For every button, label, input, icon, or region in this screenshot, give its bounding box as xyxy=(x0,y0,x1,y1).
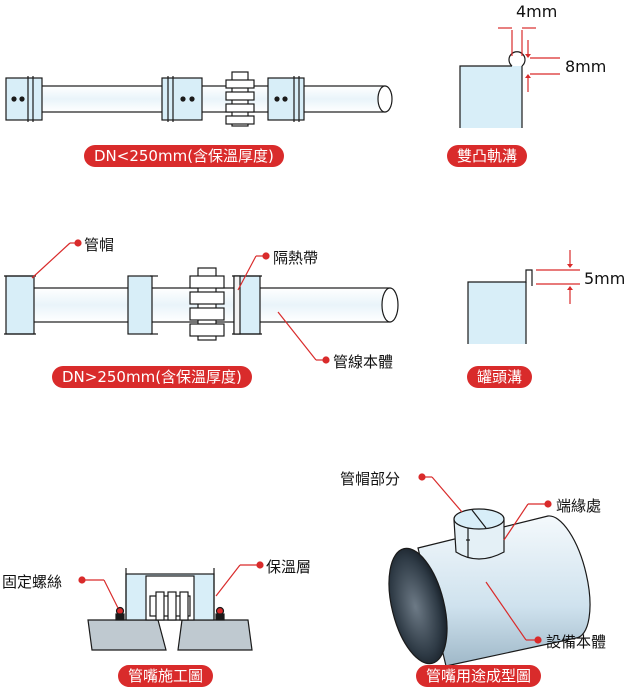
large-pipe-end xyxy=(381,287,399,323)
nozzle-construction-diagram xyxy=(87,568,253,651)
label-pipe-cap: 管帽 xyxy=(84,236,115,254)
label-fixing-screw: 固定螺絲 xyxy=(2,573,63,591)
large-pipe-jacket xyxy=(127,275,153,335)
small-pipe-diagram xyxy=(5,71,393,127)
label-nozzle-construction: 管嘴施工圖 xyxy=(118,665,214,687)
small-pipe-body xyxy=(39,85,386,113)
label-edge-area: 端緣處 xyxy=(556,497,602,515)
label-nozzle-finished: 管嘴用途成型圖 xyxy=(416,665,542,687)
small-pipe-end xyxy=(377,85,393,113)
large-valve xyxy=(189,267,225,341)
large-pipe-diagram xyxy=(4,267,399,341)
leader-lines xyxy=(31,239,552,644)
double-bead-detail xyxy=(459,27,560,128)
fixing-screw xyxy=(115,606,125,621)
dim-groove-height: 5mm xyxy=(584,269,626,288)
groove-panel xyxy=(468,282,526,344)
dim-bead-width: 4mm xyxy=(516,2,558,21)
insulation-band xyxy=(233,275,241,335)
label-pipe-body: 管線本體 xyxy=(333,353,394,371)
fixing-screw xyxy=(215,606,225,621)
label-cap-part: 管帽部分 xyxy=(340,470,401,488)
nozzle-branch xyxy=(453,519,505,560)
label-insulation-layer: 保溫層 xyxy=(266,558,312,576)
can-head-detail xyxy=(467,250,580,344)
label-dn-large: DN>250mm(含保溫厚度) xyxy=(52,366,252,388)
label-dn-small: DN<250mm(含保溫厚度) xyxy=(84,145,284,167)
small-valve xyxy=(225,71,255,127)
label-can-head-groove: 罐頭溝 xyxy=(467,366,533,388)
dim-bead-height: 8mm xyxy=(565,57,607,76)
pipe-opening xyxy=(388,547,448,665)
label-equipment-body: 設備本體 xyxy=(546,633,607,651)
label-heat-insulation-band: 隔熱帶 xyxy=(273,249,319,267)
equipment-wall xyxy=(177,619,253,651)
label-double-bead-groove: 雙凸軌溝 xyxy=(447,145,528,167)
equipment-wall xyxy=(87,619,167,651)
groove-panel xyxy=(460,66,522,128)
pipe-cap xyxy=(5,275,35,335)
nozzle-finished-diagram xyxy=(388,508,591,667)
